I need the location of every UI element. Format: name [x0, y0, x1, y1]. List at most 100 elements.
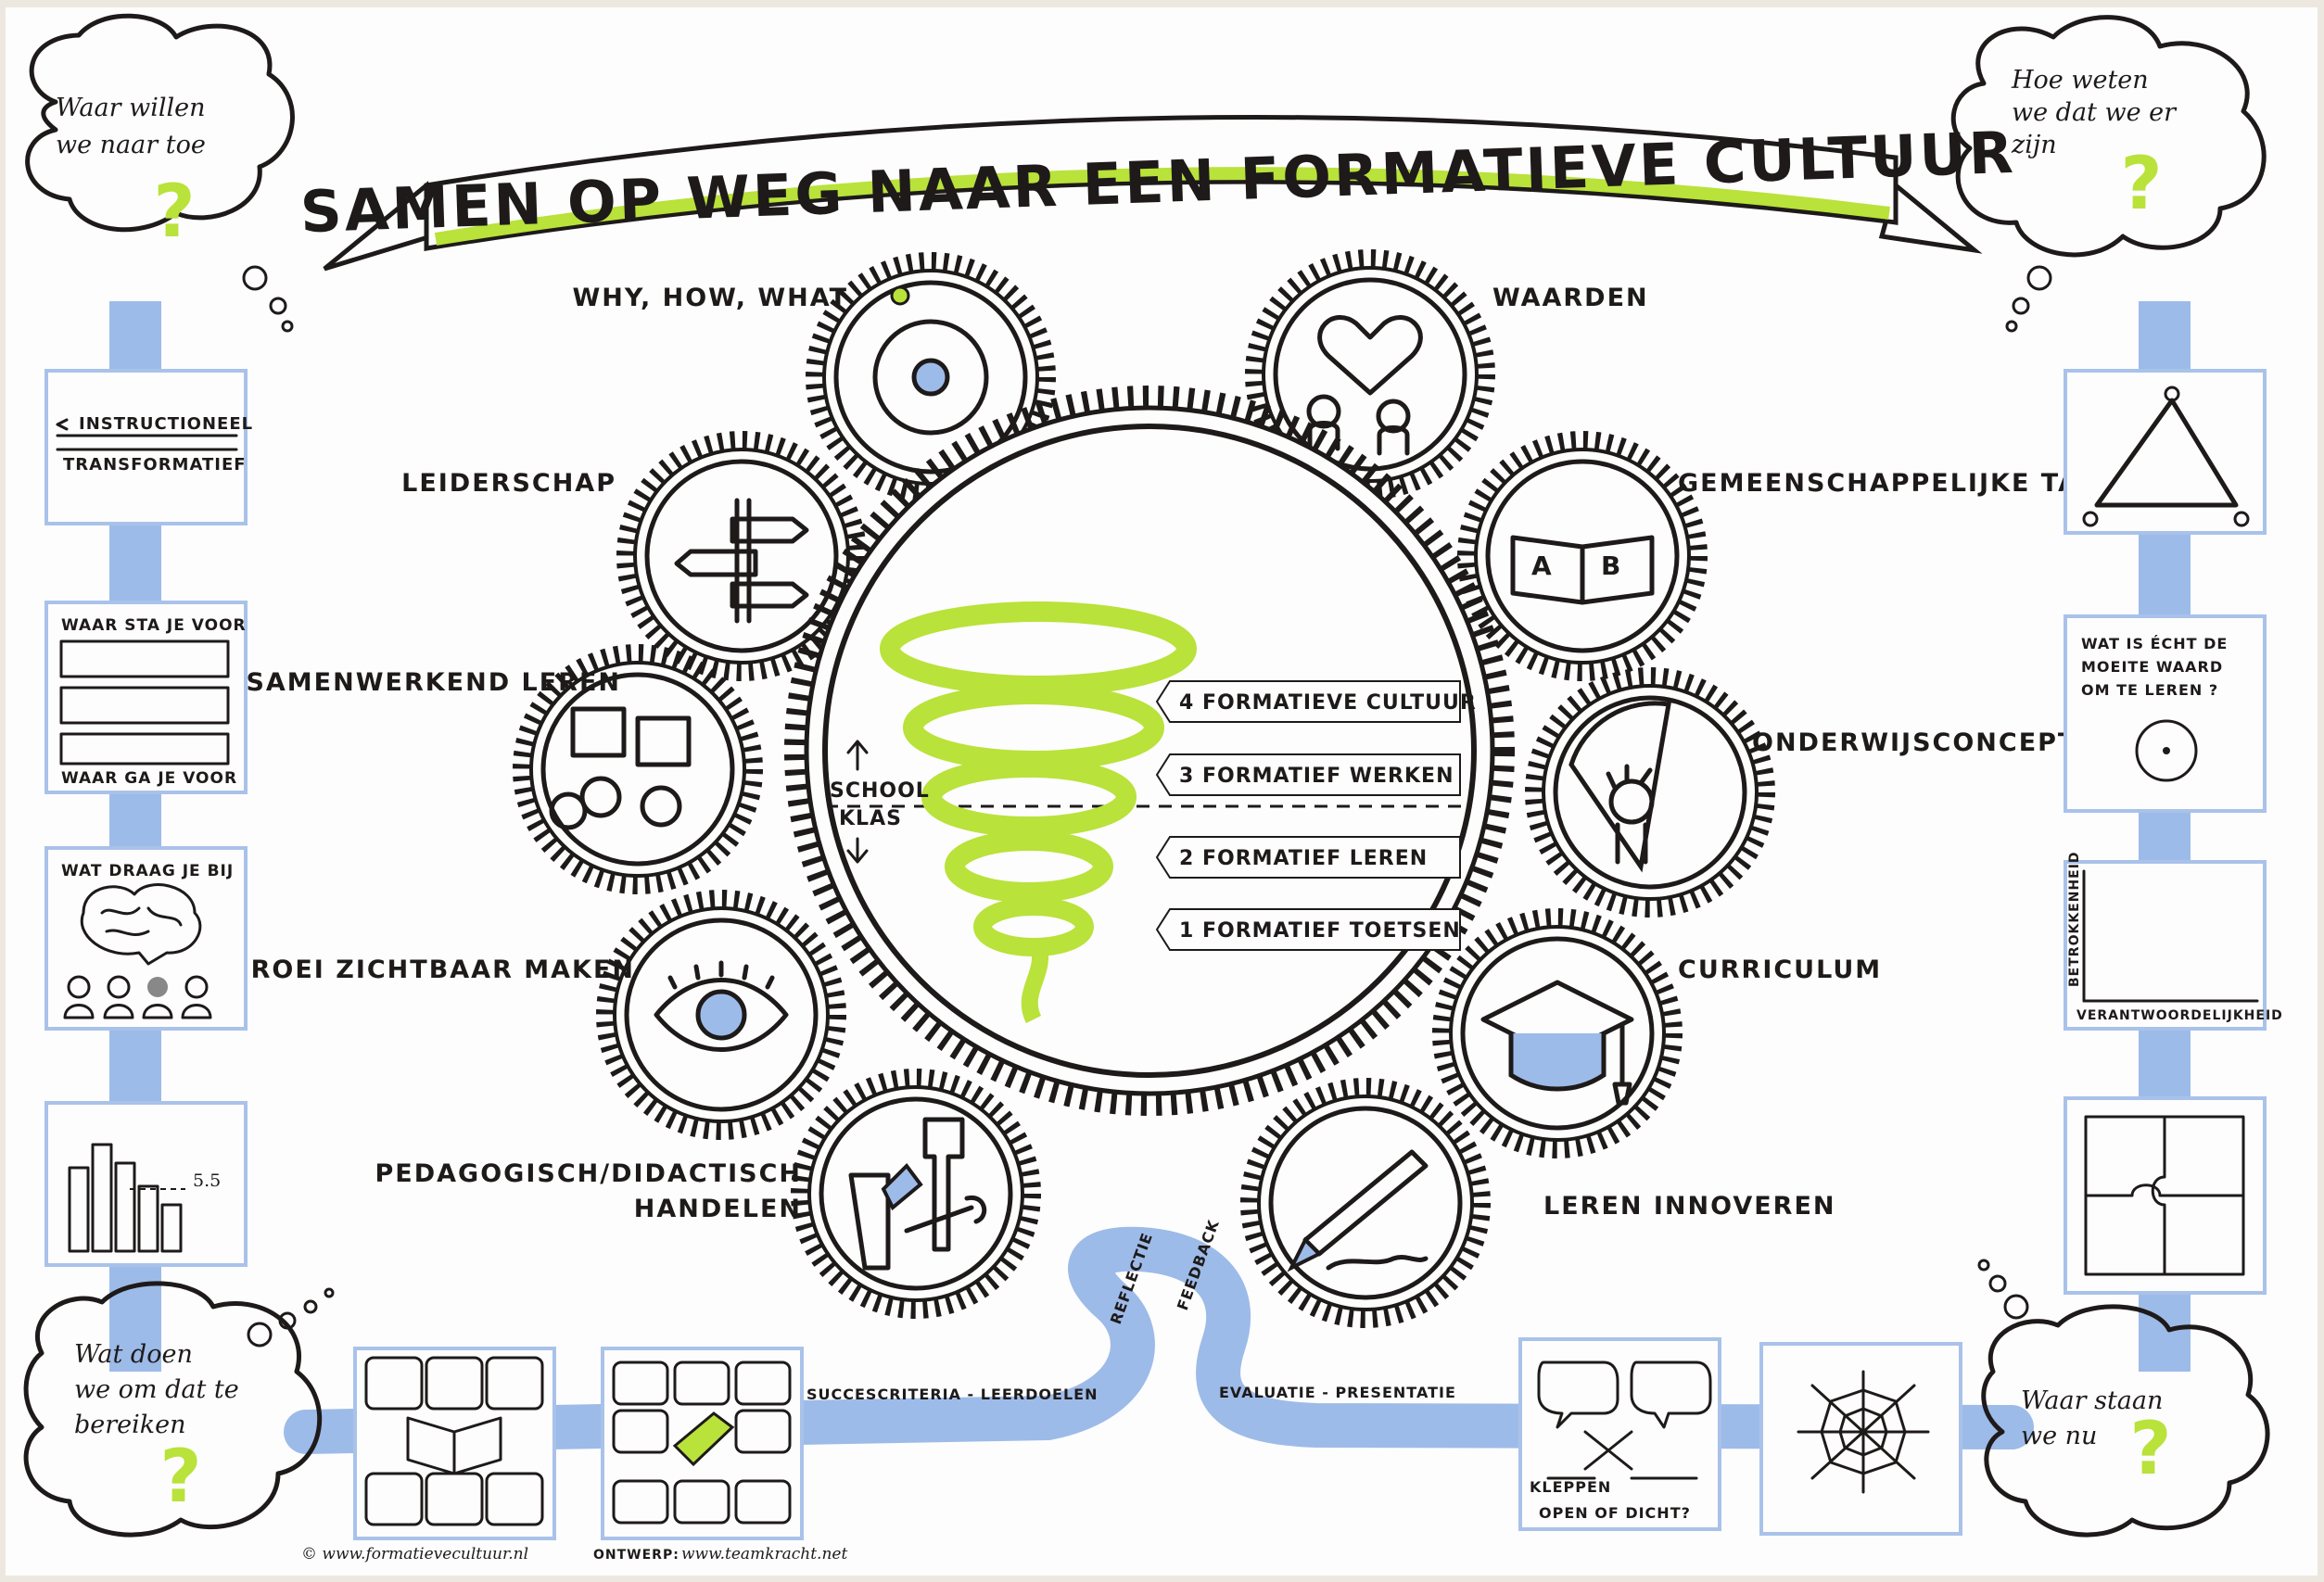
succescriteria-label: SUCCESCRITERIA - LEERDOELEN [806, 1386, 1098, 1403]
cloud-bottom-left-line2: we om dat te [74, 1375, 239, 1404]
cloud-bottom-left-line3: bereiken [74, 1411, 186, 1439]
spiral [880, 601, 1197, 1024]
kleppen-line2: OPEN OF DICHT? [1539, 1504, 1691, 1522]
gear-label-2: WAARDEN [1492, 284, 1649, 312]
eye-icon [654, 960, 789, 1052]
left-cards: INSTRUCTIONEEL TRANSFORMATIEF WAAR STA J… [44, 369, 253, 1267]
cloud-top-left: Waar willen we naar toe ? [25, 13, 295, 333]
instructioneel-label: INSTRUCTIONEEL [79, 414, 253, 434]
waar-ga-label: WAAR GA JE VOOR [61, 769, 237, 788]
cloud-bottom-left: Wat doen we om dat te bereiken ? [23, 1281, 335, 1538]
cloud-bottom-right-line2: we nu [2021, 1422, 2097, 1450]
child-icon [1568, 701, 1671, 873]
gear-label-3: LEIDERSCHAP [401, 469, 616, 498]
card-instructioneel [44, 369, 248, 525]
cloud-top-right: Hoe weten we dat we er zijn ? [1950, 15, 2267, 333]
brain-icon [80, 883, 202, 966]
cloud-top-right-question: ? [2120, 143, 2162, 226]
draag-bij-label: WAT DRAAG JE BIJ [61, 862, 234, 880]
people-icon [63, 975, 212, 1019]
transformatief-label: TRANSFORMATIEF [63, 455, 247, 475]
bottom-blue-path [284, 1226, 2034, 1454]
level-tag-3: 3 FORMATIEF WERKEN [1155, 753, 1461, 796]
cloud-bottom-left-question: ? [159, 1436, 201, 1519]
evaluatie-label: EVALUATIE - PRESENTATIE [1219, 1384, 1456, 1401]
svg-text:B: B [1601, 551, 1620, 581]
target-small-icon [2135, 719, 2198, 782]
waar-sta-label: WAAR STA JE VOOR [61, 616, 247, 635]
cloud-top-right-line3: zijn [2011, 131, 2057, 159]
gear-label-7: GROEI ZICHTBAAR MAKEN [228, 956, 635, 984]
y-axis-label: BETROKKENHEID [2067, 851, 2082, 987]
level-tag-4: 4 FORMATIEVE CULTUUR [1155, 680, 1477, 723]
klas-label: KLAS [839, 807, 902, 830]
footer-ontwerp-label: ONTWERP: [593, 1548, 679, 1563]
moeite-line3: OM TE LEREN ? [2081, 681, 2218, 699]
card-waar-sta [44, 601, 248, 794]
card-kleppen [1518, 1337, 1721, 1531]
cloud-bottom-right-line1: Waar staan [2021, 1386, 2163, 1415]
level-tag-2: 2 FORMATIEF LEREN [1155, 836, 1461, 879]
signpost-icon [674, 498, 809, 624]
pencil-icon [1287, 1149, 1429, 1272]
puzzle-icon [2084, 1115, 2245, 1276]
card-moeite-waard [2064, 614, 2267, 813]
x-axis-label: VERANTWOORDELIJKHEID [2076, 1008, 2283, 1023]
eraser-icon [672, 1411, 735, 1467]
cloud-top-right-line1: Hoe weten [2011, 66, 2149, 95]
gear-label-1: WHY, HOW, WHAT [573, 284, 849, 312]
speech-bubble-right-icon [1630, 1361, 1712, 1429]
cloud-bottom-right-question: ? [2129, 1408, 2171, 1491]
level-tag-label-1: 1 FORMATIEF TOETSEN [1179, 919, 1461, 943]
cloud-top-left-question: ? [153, 171, 195, 254]
level-tag-label-2: 2 FORMATIEF LEREN [1179, 847, 1428, 870]
book-small-icon [406, 1416, 502, 1475]
kleppen-line1: KLEPPEN [1530, 1478, 1611, 1496]
moeite-line2: MOEITE WAARD [2081, 658, 2223, 676]
gear-label-5: SAMENWERKEND LEREN [246, 668, 621, 697]
gear-label-10: LEREN INNOVEREN [1543, 1192, 1836, 1221]
bottom-cards: KLEPPEN OPEN OF DICHT? [353, 1337, 1962, 1540]
gear-7: GROEI ZICHTBAAR MAKEN [228, 890, 846, 1140]
level-tag-label-3: 3 FORMATIEF WERKEN [1179, 765, 1454, 788]
level-tag-1: 1 FORMATIEF TOETSEN [1155, 908, 1461, 951]
gear-8: CURRICULUM [1432, 908, 1882, 1158]
gear-6: ONDERWIJSCONCEPT [1525, 667, 2076, 918]
chart-value-label: 5.5 [193, 1171, 221, 1191]
level-tags: 4 FORMATIEVE CULTUUR 3 FORMATIEF WERKEN 2 … [1155, 680, 1477, 951]
level-tag-label-4: 4 FORMATIEVE CULTUUR [1179, 691, 1477, 715]
cloud-top-left-line1: Waar willen [56, 94, 205, 122]
cloud-bottom-left-line1: Wat doen [74, 1340, 193, 1369]
card-bar-chart [44, 1101, 248, 1267]
mini-bar-chart [68, 1143, 185, 1253]
spiderweb-icon [1797, 1370, 1930, 1494]
gear-2: WAARDEN [1245, 249, 1649, 500]
footer-site: © www.formatievecultuur.nl [301, 1545, 528, 1563]
gear-5: SAMENWERKEND LEREN [246, 644, 763, 894]
cloud-bottom-right: Waar staan we nu ? [1977, 1259, 2270, 1538]
gear-10: LEREN INNOVEREN [1240, 1078, 1836, 1328]
tools-icon [848, 1117, 987, 1271]
heart-icon [1306, 315, 1423, 456]
speech-bubble-left-icon [1537, 1361, 1619, 1429]
gear-label-6: ONDERWIJSCONCEPT [1752, 728, 2076, 757]
card-axes [2064, 860, 2267, 1031]
gear-label-4: GEMEENSCHAPPELIJKE TAAL [1678, 469, 2118, 498]
puzzle-icon [549, 706, 692, 830]
footer-ontwerp-site: www.teamkracht.net [681, 1545, 847, 1563]
moeite-line1: WAT IS ÉCHT DE [2081, 635, 2228, 652]
graduation-cap-icon [1480, 980, 1634, 1106]
right-cards: WAT IS ÉCHT DE MOEITE WAARD OM TE LEREN … [2064, 369, 2283, 1295]
card-draag-bij [44, 846, 248, 1031]
gear-label-8: CURRICULUM [1678, 956, 1882, 984]
svg-text:A: A [1531, 551, 1552, 581]
triangle-icon [2094, 398, 2239, 508]
cloud-top-right-line2: we dat we er [2012, 98, 2178, 127]
